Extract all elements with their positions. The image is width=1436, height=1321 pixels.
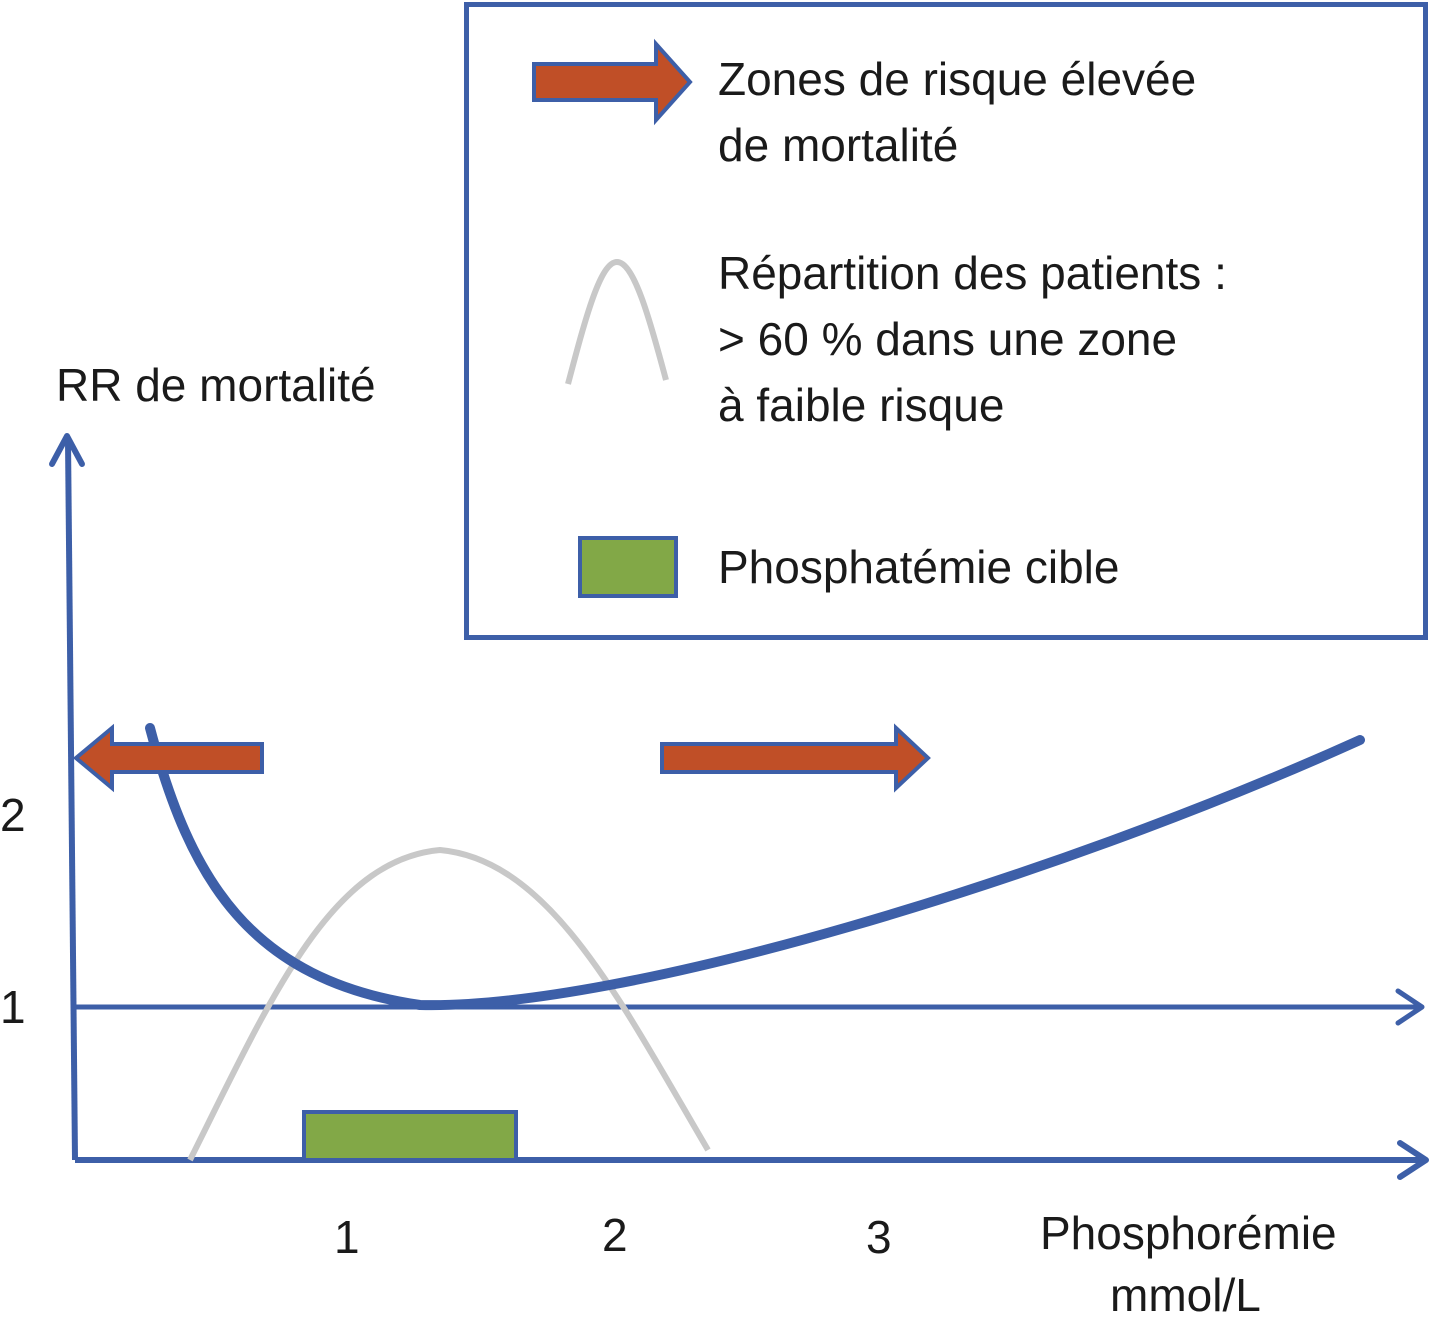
- legend-high-risk-line-2: de mortalité: [718, 119, 959, 171]
- legend-item-distribution: Répartition des patients : > 60 % dans u…: [718, 240, 1227, 438]
- y-axis-label: RR de mortalité: [56, 359, 376, 411]
- high-risk-arrow-left: [72, 723, 264, 793]
- legend-distribution-line-2: > 60 % dans une zone: [718, 313, 1178, 365]
- legend-high-risk-line-1: Zones de risque élevée: [718, 53, 1197, 105]
- x-axis-label-line-1: Phosphorémie: [1040, 1207, 1337, 1259]
- patient-distribution-curve: [187, 846, 711, 1162]
- legend-target-line-1: Phosphatémie cible: [718, 541, 1120, 593]
- legend-target-icon: [578, 536, 678, 598]
- x-tick-3: 3: [866, 1211, 892, 1263]
- x-tick-1: 1: [334, 1211, 360, 1263]
- legend-item-target: Phosphatémie cible: [718, 534, 1119, 600]
- legend-item-high-risk: Zones de risque élevée de mortalité: [718, 46, 1196, 178]
- legend-distribution-line-3: à faible risque: [718, 379, 1005, 431]
- legend-box: [464, 2, 1428, 640]
- x-axis-label-line-2: mmol/L: [1110, 1269, 1261, 1321]
- rr-1-line-arrowhead: [1395, 988, 1425, 1026]
- x-axis-arrowhead: [1397, 1140, 1429, 1180]
- y-tick-1: 1: [0, 981, 26, 1033]
- high-risk-arrow-right: [660, 723, 931, 793]
- y-axis-arrowhead: [49, 433, 85, 467]
- mortality-risk-curve: [145, 723, 1365, 1011]
- y-axis: [65, 439, 78, 1161]
- legend-distribution-icon: [565, 258, 669, 385]
- legend-distribution-line-1: Répartition des patients :: [718, 247, 1227, 299]
- y-tick-2: 2: [0, 789, 26, 841]
- target-range-box: [302, 1110, 518, 1162]
- x-tick-2: 2: [602, 1209, 628, 1261]
- legend-arrow-icon: [532, 38, 693, 126]
